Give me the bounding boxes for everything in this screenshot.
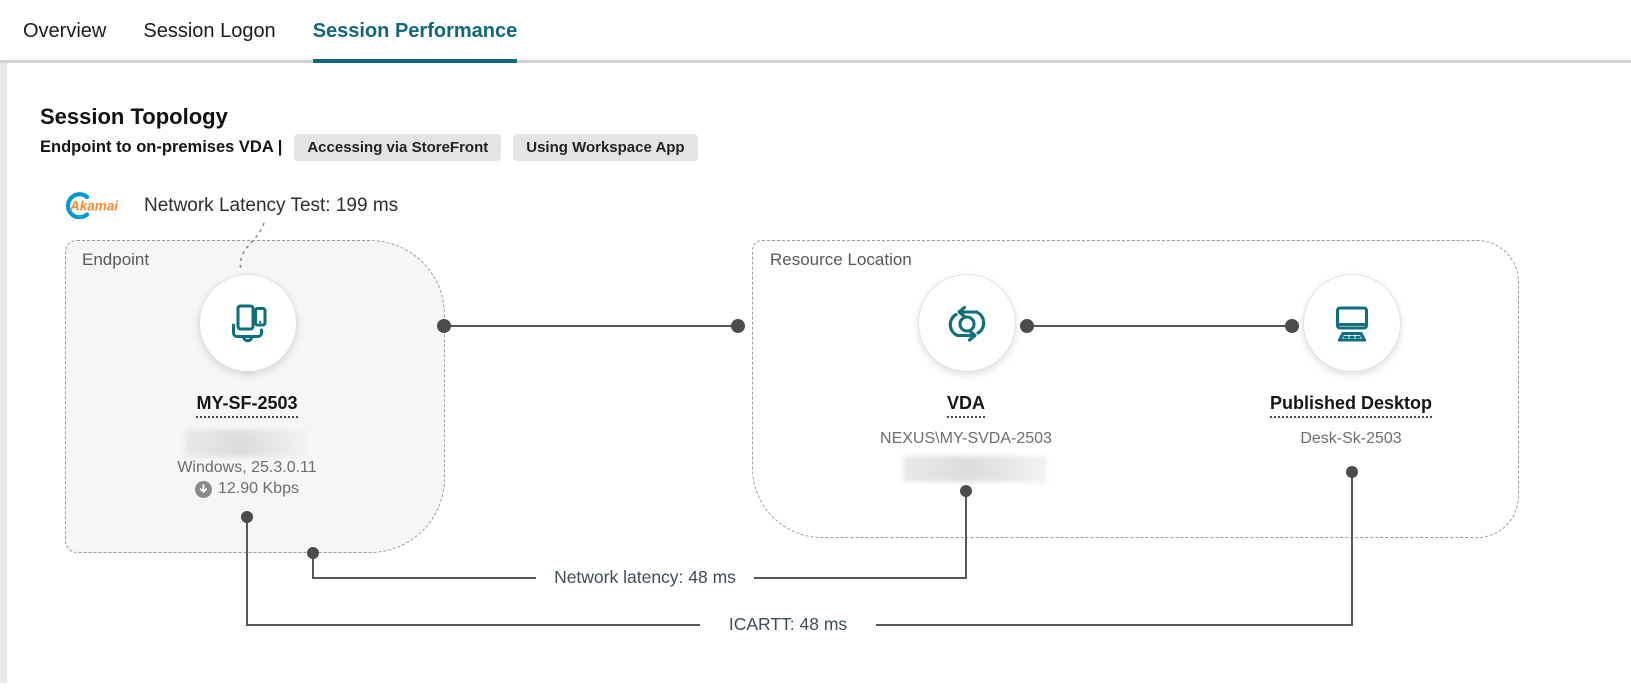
latency-test-label: Network Latency Test: 199 ms xyxy=(144,194,399,216)
network-latency-label: Network latency: 48 ms xyxy=(550,567,740,588)
akamai-logo: Akamai xyxy=(66,192,118,219)
akamai-wave-icon xyxy=(66,192,90,219)
endpoint-group-label: Endpoint xyxy=(82,250,150,269)
vda-machine: NEXUS\MY-SVDA-2503 xyxy=(880,430,1052,447)
resource-location-group-box xyxy=(752,240,1519,538)
published-desktop-node-circle xyxy=(1303,274,1401,372)
vda-name[interactable]: VDA xyxy=(946,393,985,418)
tab-bar: Overview Session Logon Session Performan… xyxy=(0,0,1631,63)
tab-overview[interactable]: Overview xyxy=(23,19,107,42)
resource-location-group-label: Resource Location xyxy=(770,250,912,269)
akamai-wordmark: Akamai xyxy=(69,199,118,214)
endpoint-devices-icon xyxy=(232,304,267,343)
endpoint-name-wrap: MY-SF-2503 xyxy=(137,393,357,418)
page-subtitle-row: Endpoint to on-premises VDA | Accessing … xyxy=(40,134,698,161)
published-desktop-name[interactable]: Published Desktop xyxy=(1269,393,1433,418)
endpoint-bandwidth: 12.90 Kbps xyxy=(218,480,299,497)
redacted-text-blur xyxy=(903,456,1047,482)
icartt-label: ICARTT: 48 ms xyxy=(724,614,852,635)
endpoint-os: Windows, 25.3.0.11 xyxy=(177,459,317,476)
published-desktop-name-wrap: Published Desktop xyxy=(1241,393,1461,418)
page-background-strip xyxy=(0,63,7,683)
endpoint-node-circle xyxy=(199,274,297,372)
published-desktop-machine: Desk-Sk-2503 xyxy=(1300,430,1402,447)
endpoint-bandwidth-row: 12.90 Kbps xyxy=(137,480,357,498)
badge-storefront: Accessing via StoreFront xyxy=(294,134,502,161)
desktop-icon xyxy=(1336,306,1368,342)
akamai-latency-row: Akamai Network Latency Test: 199 ms xyxy=(61,192,398,219)
tab-session-performance[interactable]: Session Performance xyxy=(312,0,517,63)
badge-workspace-app: Using Workspace App xyxy=(513,134,698,161)
tab-session-logon[interactable]: Session Logon xyxy=(143,19,276,42)
vda-sync-icon xyxy=(948,305,986,342)
network-latency-line-left xyxy=(312,553,536,579)
endpoint-name[interactable]: MY-SF-2503 xyxy=(196,393,298,418)
page-title: Session Topology xyxy=(40,104,228,129)
download-icon xyxy=(195,480,213,498)
vda-node-circle xyxy=(918,274,1016,372)
page-subtitle: Endpoint to on-premises VDA | xyxy=(40,138,283,156)
redacted-text-blur xyxy=(185,430,309,457)
vda-name-wrap: VDA xyxy=(856,393,1076,418)
